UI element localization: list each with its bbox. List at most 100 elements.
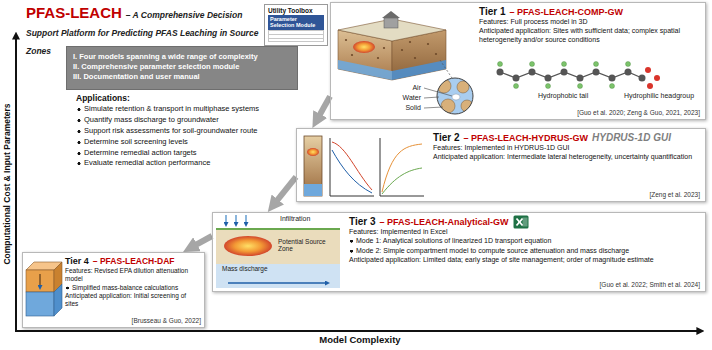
source-zone-sketch: [216, 228, 340, 230]
soil-column: [304, 136, 322, 196]
source-zone-sketch: [216, 229, 340, 264]
list-item: Quantify mass discharge to groundwater: [76, 115, 294, 126]
flow-arrow: [275, 177, 296, 203]
leader-line: [424, 88, 452, 96]
toolbox-panel: Utility ToolboxParameter Selection Modul…: [264, 4, 328, 46]
soil-block: [414, 57, 416, 59]
pore-scale-zoom: [452, 94, 460, 100]
label-anchor: Water: [391, 94, 421, 101]
description-text: Anticipated application: Limited data; e…: [349, 256, 700, 264]
model-name: – PFAS-LEACH-DAF: [93, 256, 175, 266]
pore-scale-zoom: [461, 100, 473, 112]
pfas-molecule: [545, 75, 552, 82]
description-text: Anticipated application: Initial screeni…: [65, 292, 201, 308]
label-anchor: Hydrophobic tail: [538, 92, 588, 99]
pfas-molecule: [497, 62, 661, 90]
pore-scale-zoom: [437, 60, 473, 114]
pore-scale-zoom: [437, 79, 451, 93]
pfas-molecule: [610, 84, 615, 89]
summary-item: III. Documentation and user manual: [73, 72, 291, 82]
phase-label: Air: [391, 84, 421, 91]
flow-arrow: [194, 236, 212, 246]
tier-panel: Tier 3– PFAS-LEACH-Analytical-GWFeatures…: [212, 212, 706, 292]
heading-row: Tier 4 – PFAS-LEACH-DAF: [65, 256, 201, 266]
tier-number: Tier 4: [65, 256, 89, 266]
model-name: – PFAS-LEACH-Analytical-GW: [380, 217, 509, 227]
pfas-molecule: [645, 67, 660, 89]
axis-label: Computational Cost & Input Parameters: [2, 54, 12, 314]
source-zone-sketch: [245, 215, 246, 223]
pfas-molecule: [593, 69, 600, 76]
tier-number: Tier 1: [479, 6, 506, 17]
description-text: Anticipated application: Intermediate la…: [433, 153, 700, 161]
axis-line: [15, 38, 698, 331]
soil-block: [435, 53, 437, 55]
pfas-molecule: [562, 62, 567, 67]
axis-line: [15, 38, 17, 331]
pfas-molecule: [578, 84, 583, 89]
list-item: Support risk assessments for soil-ground…: [76, 126, 294, 137]
source-zone-sketch: [216, 215, 340, 288]
summary-item: II. Comprehensive parameter selection mo…: [73, 62, 291, 72]
pfas-molecule: [561, 69, 568, 76]
pfas-molecule: [530, 62, 535, 67]
list-item: Determine soil screening levels: [76, 137, 294, 148]
soil-block: [338, 19, 446, 41]
excel-icon: [514, 216, 529, 229]
source-zone-sketch: [224, 236, 272, 256]
source-zone-sketch: [228, 282, 326, 284]
excel-icon: [517, 219, 523, 226]
pfas-molecule: [513, 75, 520, 82]
pfas-molecule: [497, 69, 504, 76]
title: PFAS-LEACH: [26, 4, 122, 21]
soil-block: [338, 60, 392, 80]
soil-column: [304, 136, 322, 196]
reference: [Guo et al. 2022; Smith et al. 2024]: [600, 279, 700, 288]
heading-row: Tier 3– PFAS-LEACH-Analytical-GW: [349, 216, 700, 227]
dilution-model-block: [26, 262, 62, 316]
description-text: Features: Full process model in 3D: [479, 18, 700, 26]
phase-label: Solid: [391, 104, 421, 111]
profile-chart: [332, 150, 372, 193]
process-label: Mass discharge: [222, 265, 268, 272]
soil-block: [345, 39, 347, 41]
building: [384, 18, 398, 28]
profile-chart: [330, 138, 424, 196]
label-anchor: Potential Source Zone: [278, 238, 340, 253]
summary-box: I. Four models spanning a wide range of …: [66, 46, 298, 90]
heading-row: Tier 1 – PFAS-LEACH-COMP-GW: [479, 6, 700, 17]
pfas-molecule: [546, 84, 551, 89]
bullet-text: Mode 1: Analytical solutions of lineariz…: [349, 237, 700, 245]
pfas-molecule: [639, 75, 646, 82]
list-item: Determine remedial action targets: [76, 148, 294, 159]
label-anchor: Model Complexity: [300, 334, 420, 345]
model-name: – PFAS-LEACH-COMP-GW: [510, 7, 624, 17]
soil-block: [392, 60, 446, 80]
soil-block: [427, 43, 429, 45]
pfas-molecule: [625, 69, 632, 76]
flow-arrow: [318, 96, 330, 117]
toolbox-title: Utility Toolbox: [268, 7, 324, 14]
leader-line: [424, 97, 439, 98]
tier-panel: Tier 4– PFAS-LEACH-DAFFeatures: Revised …: [22, 252, 205, 328]
dilution-model-block: [54, 284, 62, 316]
reference: [Guo et al. 2020; Zeng & Guo, 2021, 2023…: [577, 107, 700, 116]
source-zone-sketch: [235, 215, 236, 223]
label-anchor: Air: [391, 84, 421, 91]
bullet-text: Simplified mass-balance calculations: [65, 284, 201, 292]
bullet-text: Mode 2: Simple compartment model to comp…: [349, 247, 700, 255]
profile-chart: [330, 138, 374, 196]
phase-label: Water: [391, 94, 421, 101]
building: [382, 11, 400, 18]
molecule-label: Hydrophobic tail: [538, 92, 588, 99]
excel-icon: [523, 218, 528, 227]
table-header: Parameter Selection Module: [268, 15, 324, 30]
excel-icon: [517, 219, 523, 226]
pore-scale-zoom: [440, 60, 452, 78]
process-label: Infiltration: [280, 215, 310, 222]
heading-row: Tier 2– PFAS-LEACH-HYDRUS-GWHYDRUS-1D GU…: [433, 132, 700, 143]
soil-block: [377, 57, 379, 59]
pfas-molecule: [654, 75, 660, 81]
pfas-molecule: [514, 84, 519, 89]
dilution-model-block: [26, 270, 54, 292]
